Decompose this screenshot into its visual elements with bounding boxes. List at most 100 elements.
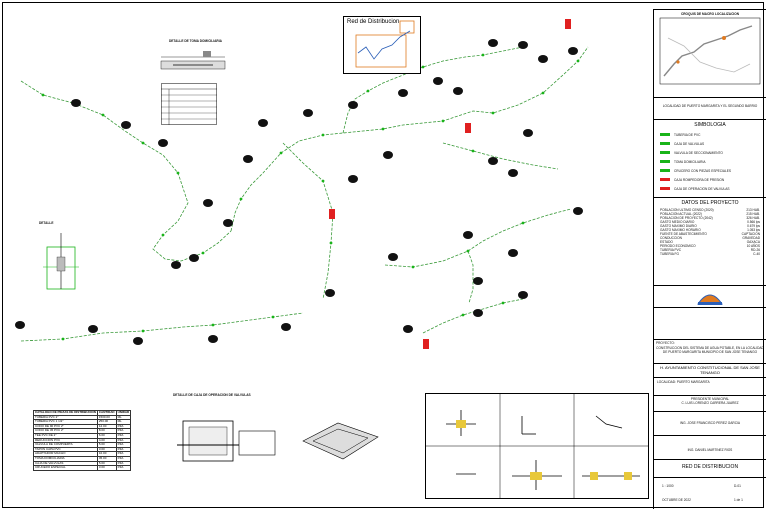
simbologia-box: SIMBOLOGIA TUBERIA DE PVC CAJA DE VALVULA… xyxy=(654,119,766,197)
datos-box: DATOS DEL PROYECTO POBLACION ULTIMO CENS… xyxy=(654,197,766,285)
main-pipe-east xyxy=(442,142,559,170)
simbologia-list: TUBERIA DE PVC CAJA DE VALVULAS VALVULA DE… xyxy=(654,128,766,193)
main-pipe-right-loop xyxy=(384,208,572,268)
simbologia-label: CRUCERO CON PIEZAS ESPECIALES xyxy=(674,168,732,173)
scale-date-box: 1 : 1000 D-01 OCTUBRE DE 2022 1 de 1 xyxy=(654,477,766,509)
simbologia-item: TOMA DOMICILIARIA xyxy=(660,157,760,166)
distribution-inset: Red de Distribucion xyxy=(343,16,421,74)
datos-value: 0.566 lps xyxy=(747,220,760,224)
datos-value: 215 HAB. xyxy=(746,212,760,216)
proyecto-text: CONSTRUCCION DEL SISTEMA DE AGUA POTABLE… xyxy=(656,346,764,354)
location-map xyxy=(659,17,761,85)
main-pipe-branch-b xyxy=(230,46,589,232)
datos-label: GASTO MAXIMO DIARIO xyxy=(660,224,697,228)
datos-label: FUENTE DE ABASTECIMIENTO xyxy=(660,232,707,236)
escala: 1 : 1000 xyxy=(662,484,674,488)
detail-left: DETALLE xyxy=(37,221,87,299)
presidente-title-box: PRESIDENTE MUNICIPAL C. LUIS LORENZO CAR… xyxy=(654,395,766,411)
presidente-name: C. LUIS LORENZO CARRERA JUAREZ xyxy=(681,401,739,405)
datos-row: TUBERIA FG C-40 xyxy=(660,252,760,256)
detail-left-drawing xyxy=(43,233,79,290)
simbologia-label: TUBERIA DE PVC xyxy=(674,132,701,137)
main-pipe-left xyxy=(20,80,232,262)
symbol-icon xyxy=(660,151,670,154)
proyecto-box: PROYECTO: CONSTRUCCION DEL SISTEMA DE AG… xyxy=(654,339,766,363)
inset-title: Red de Distribucion xyxy=(347,19,400,25)
blank-box xyxy=(654,307,766,339)
proyecto-label: PROYECTO: xyxy=(656,341,675,345)
valve-box-detail: DETALLE DE CAJA DE OPERACION DE VALVULAS xyxy=(173,393,383,493)
simbologia-label: VALVULA DE SECCIONAMIENTO xyxy=(674,150,723,155)
symbol-icon xyxy=(660,187,670,190)
datos-label: PERIODO ECONOMICO xyxy=(660,244,696,248)
main-pipe-mid xyxy=(282,142,334,300)
simbologia-label: CAJA ROMPEDORA DE PRESION xyxy=(674,177,725,182)
director-box: ING. JOSE FRANCISCO PEREZ GARCIA xyxy=(654,411,766,435)
main-pipe-right-lower xyxy=(422,298,524,334)
detail-toma-title: DETALLE DE TOMA DOMICILIARIA xyxy=(169,39,222,43)
location-header: CROQUIS DE MACRO LOCALIZACION xyxy=(680,12,740,16)
datos-value: 10 AÑOS xyxy=(746,244,760,248)
simbologia-label: TOMA DOMICILIARIA xyxy=(674,159,706,164)
materials-cell: CRUCERO ESPECIAL xyxy=(33,465,98,471)
connections-grid xyxy=(425,393,649,499)
datos-label: GASTO MEDIO DIARIO xyxy=(660,220,695,224)
connections-drawing xyxy=(426,394,648,498)
ubicacion: LOCALIDAD: PUERTO MARGARITA xyxy=(657,380,710,384)
datos-label: ESTADO xyxy=(660,240,673,244)
title-block: CROQUIS DE MACRO LOCALIZACION LOCALIDAD … xyxy=(653,9,766,509)
datos-value: RD-26 xyxy=(750,248,760,252)
ubicacion-box: LOCALIDAD: PUERTO MARGARITA xyxy=(654,377,766,395)
datos-value: C-40 xyxy=(753,252,760,256)
datos-list: POBLACION ULTIMO CENSO (2020)213 HAB.POB… xyxy=(654,206,766,256)
emblem-icon xyxy=(697,294,723,305)
elaboro-box: ING. DANIEL MARTINEZ RIOS xyxy=(654,435,766,459)
datos-label: POBLACION DE PROYECTO (2042) xyxy=(660,216,713,220)
symbol-icon xyxy=(660,169,670,172)
datos-value: 0.679 lps xyxy=(747,224,760,228)
simbologia-item: CAJA DE VALVULAS xyxy=(660,139,760,148)
elaboro-name: ING. DANIEL MARTINEZ RIOS xyxy=(687,448,733,452)
symbol-icon xyxy=(660,133,670,136)
symbol-icon xyxy=(660,142,670,145)
materials-cell: 3.00 xyxy=(96,465,117,471)
datos-row: POBLACION ULTIMO CENSO (2020)213 HAB. xyxy=(660,208,760,212)
location-box: CROQUIS DE MACRO LOCALIZACION xyxy=(654,9,766,97)
simbologia-item: TUBERIA DE PVC xyxy=(660,130,760,139)
datos-label: TUBERIA FG xyxy=(660,252,679,256)
datos-value: CAPTACION xyxy=(741,232,760,236)
inset-map xyxy=(355,20,415,68)
datos-row: GASTO MEDIO DIARIO 0.566 lps xyxy=(660,220,760,224)
director-name: ING. JOSE FRANCISCO PEREZ GARCIA xyxy=(679,421,741,425)
detail-toma-drawing xyxy=(160,51,226,70)
symbol-icon xyxy=(660,178,670,181)
simbologia-label: CAJA DE OPERACION DE VALVULAS xyxy=(674,186,730,191)
datos-label: TUBERIA PVC xyxy=(660,248,682,252)
main-pipe-south xyxy=(20,312,304,342)
datos-row: ESTADO OAXACA xyxy=(660,240,760,244)
presidente-title: PRESIDENTE MUNICIPAL xyxy=(690,397,730,401)
location-caption: LOCALIDAD DE PUERTO MARGARITA Y EL SEGUN… xyxy=(662,104,758,108)
detail-left-title: DETALLE xyxy=(39,221,54,225)
datos-value: OAXACA xyxy=(746,240,760,244)
datos-value: 213 HAB. xyxy=(746,208,760,212)
simbologia-item: CRUCERO CON PIEZAS ESPECIALES xyxy=(660,166,760,175)
plano-title: RED DE DISTRIBUCION xyxy=(681,464,739,470)
datos-label: CONDUCCION xyxy=(660,236,682,240)
datos-row: FUENTE DE ABASTECIMIENTO CAPTACION xyxy=(660,232,760,236)
simbologia-title: SIMBOLOGIA xyxy=(694,122,726,128)
detail-toma: DETALLE DE TOMA DOMICILIARIA xyxy=(153,39,233,79)
datos-value: 326 HAB. xyxy=(746,216,760,220)
plano-no: D-01 xyxy=(734,484,741,488)
simbologia-item: CAJA DE OPERACION DE VALVULAS xyxy=(660,184,760,193)
logo-box xyxy=(654,285,766,307)
datos-label: GASTO MAXIMO HORARIO xyxy=(660,228,701,232)
datos-row: POBLACION ACTUAL (2022)215 HAB. xyxy=(660,212,760,216)
valve-box-title: DETALLE DE CAJA DE OPERACION DE VALVULAS xyxy=(173,393,251,397)
ayuntamiento: H. AYUNTAMIENTO CONSTITUCIONAL DE SAN JO… xyxy=(660,365,760,375)
datos-title: DATOS DEL PROYECTO xyxy=(681,200,739,206)
